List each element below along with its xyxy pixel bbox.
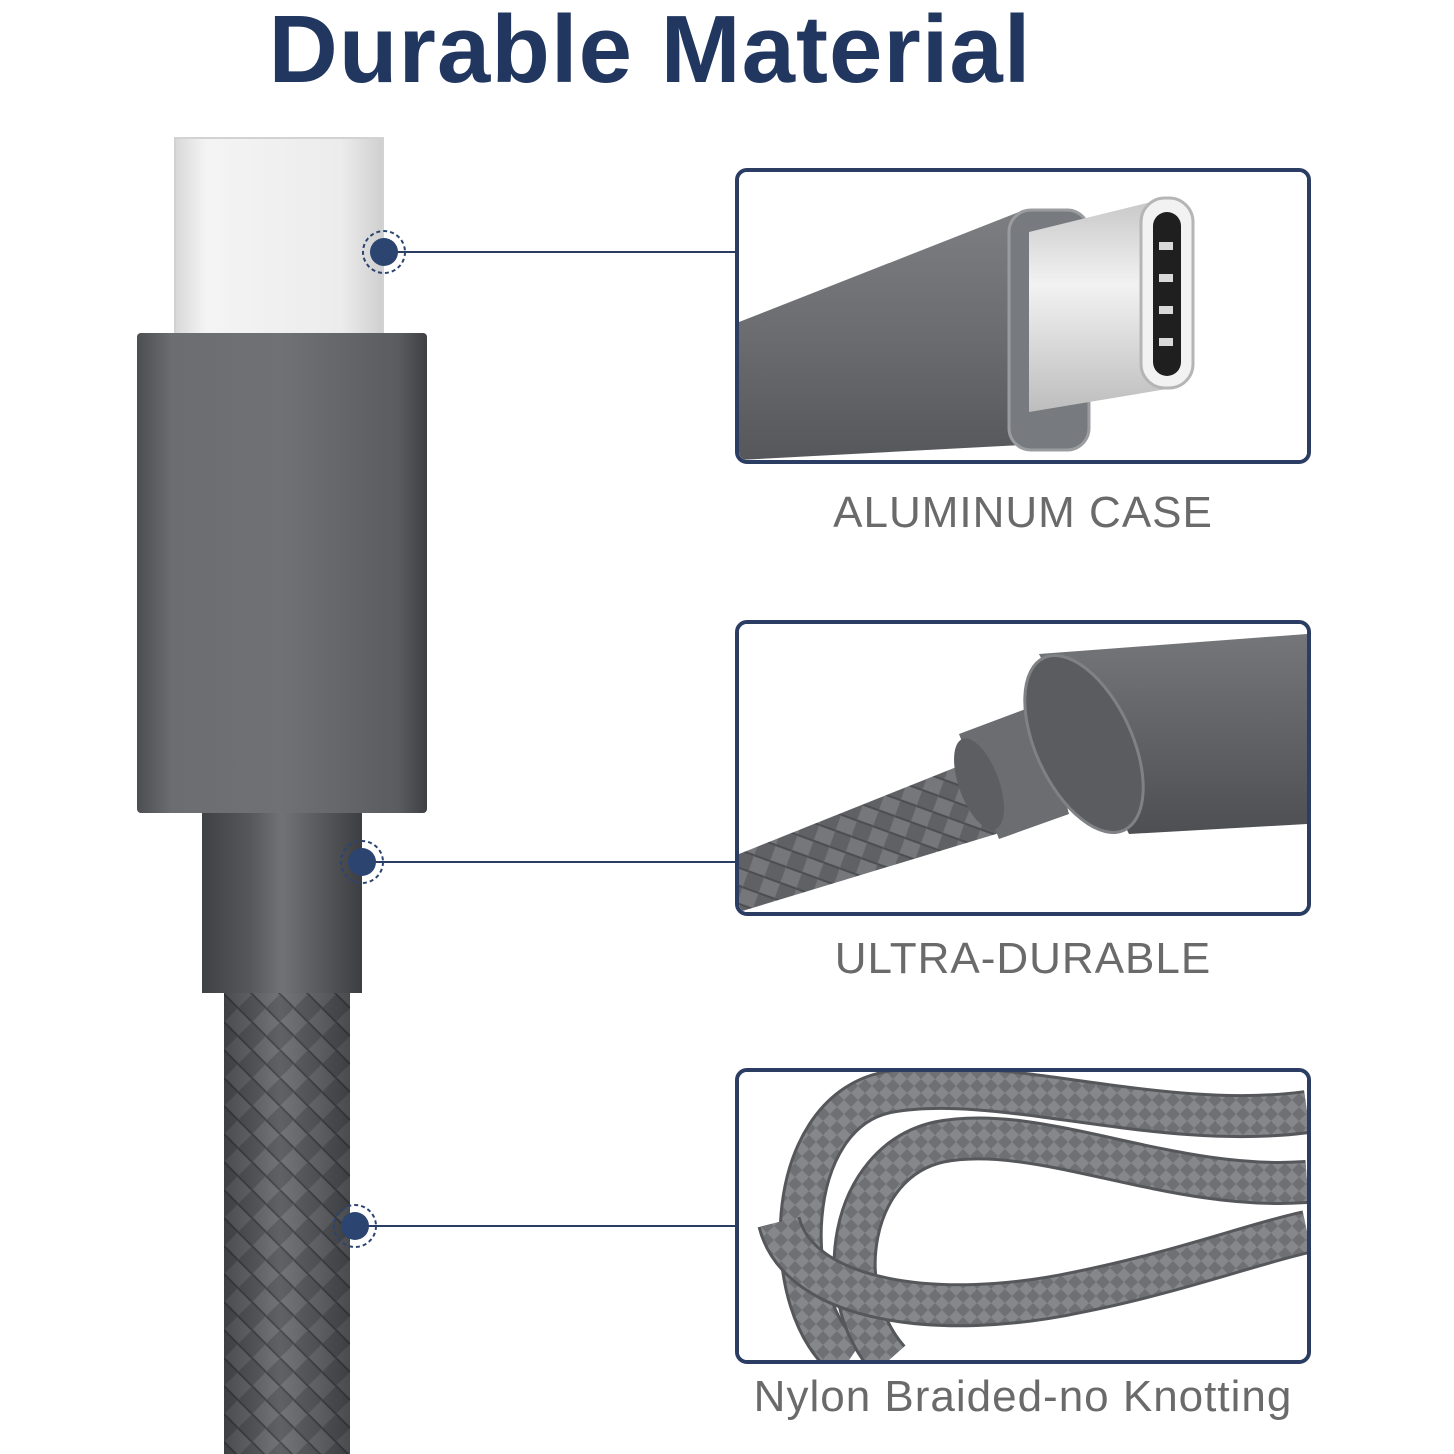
feature-caption-aluminum-case: ALUMINUM CASE (833, 488, 1213, 537)
aluminum-case-image (735, 168, 1311, 464)
callout-marker-case (362, 230, 406, 274)
nylon-braided-image (735, 1068, 1311, 1364)
feature-caption-nylon-braided: Nylon Braided-no Knotting (753, 1372, 1293, 1421)
callout-marker-neck (340, 840, 384, 884)
cable-illustration (137, 137, 735, 1454)
feature-caption-ultra-durable: ULTRA-DURABLE (834, 934, 1212, 983)
callout-marker-braid (333, 1204, 377, 1248)
page-title: Durable Material (268, 0, 1032, 103)
ultra-durable-image (735, 620, 1311, 916)
